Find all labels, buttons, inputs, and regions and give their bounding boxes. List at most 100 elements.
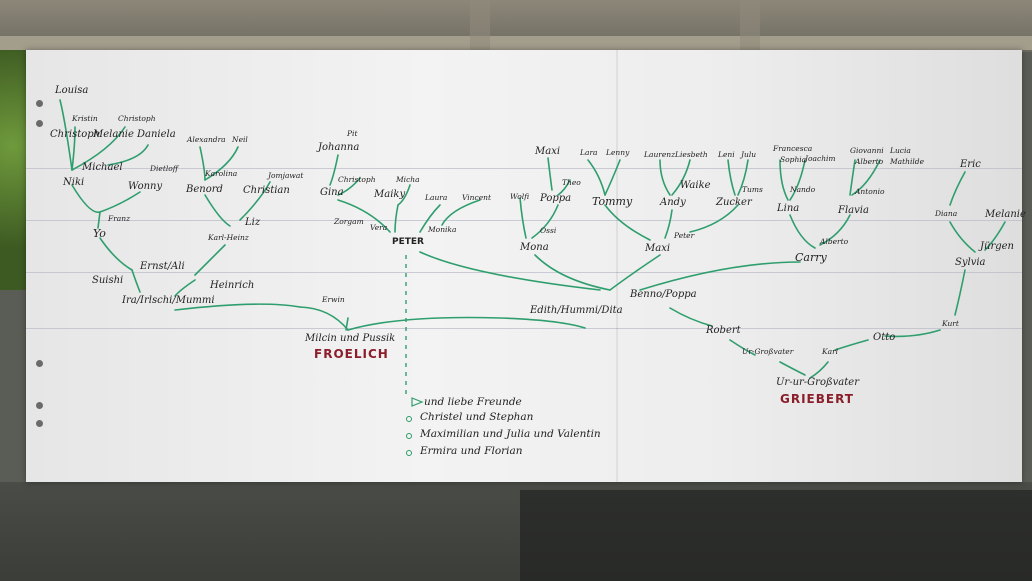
label-neil: Neil	[232, 135, 248, 144]
label-alberto: Alberto	[820, 237, 849, 246]
label-christoph-top: Christoph	[118, 114, 156, 123]
label-leni: Leni	[718, 150, 735, 159]
label-peter-mid: PETER	[392, 237, 424, 247]
label-karl: Karl	[822, 347, 839, 356]
label-karl-heinz: Karl-Heinz	[208, 233, 249, 242]
label-micha: Micha	[396, 175, 420, 184]
label-carry: Carry	[795, 251, 827, 264]
label-johanna: Johanna	[318, 142, 360, 153]
label-urur-grossvater: Ur-ur-Großvater	[776, 377, 859, 388]
label-zorgam: Zorgam	[334, 217, 364, 226]
ruled-line	[26, 272, 1022, 273]
punch-hole	[36, 402, 43, 409]
label-sophia: Sophia	[780, 155, 807, 164]
label-yo: Yo	[93, 227, 106, 240]
label-erwin: Erwin	[322, 295, 345, 304]
punch-hole	[36, 360, 43, 367]
label-benno: Benno/Poppa	[630, 289, 697, 300]
label-daniela: Daniela	[137, 129, 176, 140]
label-pit: Pit	[347, 129, 358, 138]
ruled-line	[26, 328, 1022, 329]
label-wonny: Wonny	[128, 181, 163, 192]
label-ossi: Ossi	[540, 226, 557, 235]
label-mona: Mona	[520, 242, 549, 253]
label-laura: Laura	[425, 193, 448, 202]
label-kurt: Kurt	[942, 319, 959, 328]
label-karolina: Karolina	[205, 169, 238, 178]
family-tree-paper	[26, 50, 1022, 482]
friend-bullet	[406, 416, 412, 422]
friend-item: Christel und Stephan	[420, 411, 534, 423]
label-theo: Theo	[562, 178, 581, 187]
surname-griebert: GRIEBERT	[780, 392, 854, 406]
label-milcin: Milcin und Pussik	[305, 333, 396, 344]
label-ira: Ira/Irlschi/Mummi	[122, 295, 215, 306]
label-jomjawat: Jomjawat	[268, 171, 304, 180]
friends-header: und liebe Freunde	[424, 396, 522, 408]
label-franz: Franz	[108, 214, 131, 223]
label-kristin: Kristin	[72, 114, 98, 123]
label-maxi-top: Maxi	[535, 146, 561, 157]
label-robert: Robert	[706, 325, 741, 336]
label-dietloff: Dietloff	[150, 164, 179, 173]
label-vincent: Vincent	[462, 193, 491, 202]
label-ur-grossvater: Ur-Großvater	[742, 347, 794, 356]
label-flavia: Flavia	[838, 205, 869, 216]
label-michael: Michael	[82, 162, 123, 173]
label-francesca: Francesca	[773, 144, 813, 153]
label-peter-right: Peter	[674, 231, 695, 240]
label-suishi: Suishi	[92, 275, 124, 286]
label-melanie-right: Melanie	[985, 209, 1026, 220]
label-edith: Edith/Hummi/Dita	[530, 305, 623, 316]
label-benord: Benord	[186, 184, 223, 195]
label-liz: Liz	[245, 217, 261, 228]
label-laurenz: Laurenz	[644, 150, 676, 159]
label-maxi: Maxi	[645, 243, 671, 254]
label-vera: Vera	[370, 223, 388, 232]
label-maiky: Maiky	[374, 189, 406, 200]
label-sylvia: Sylvia	[955, 257, 986, 268]
friend-item: Maximilian und Julia und Valentin	[420, 428, 601, 440]
ruled-line	[26, 220, 1022, 221]
label-niki: Niki	[63, 177, 85, 188]
paper-fold	[616, 50, 618, 482]
label-lara: Lara	[580, 148, 598, 157]
label-andy: Andy	[660, 197, 686, 208]
label-louisa: Louisa	[55, 85, 89, 96]
label-giovanni: Giovanni	[850, 146, 884, 155]
friend-item: Ermira und Florian	[420, 445, 523, 457]
ruled-line	[26, 168, 1022, 169]
label-nando: Nando	[790, 185, 816, 194]
friend-bullet	[406, 450, 412, 456]
label-gina: Gina	[320, 187, 344, 198]
label-liesbeth: Liesbeth	[675, 150, 708, 159]
room-shadow	[520, 490, 1032, 581]
label-eric: Eric	[960, 159, 981, 170]
label-christian: Christian	[243, 185, 290, 196]
label-ernst-ali: Ernst/Ali	[140, 261, 185, 272]
label-monika: Monika	[428, 225, 457, 234]
label-tums: Tums	[742, 185, 763, 194]
label-mathilde: Mathilde	[890, 157, 925, 166]
label-heinrich: Heinrich	[210, 280, 255, 291]
label-otto: Otto	[873, 332, 896, 343]
punch-hole	[36, 120, 43, 127]
punch-hole	[36, 420, 43, 427]
label-wolfi: Wolfi	[510, 192, 530, 201]
label-lucia: Lucia	[890, 146, 911, 155]
label-christoph: Christoph	[50, 129, 101, 140]
label-poppa-top: Poppa	[540, 193, 572, 204]
label-alberto-top: Alberto	[855, 157, 884, 166]
label-zucker: Zucker	[716, 197, 752, 208]
label-melanie: Melanie	[93, 129, 134, 140]
label-christoph-mid: Christoph	[338, 175, 376, 184]
label-antonio: Antonio	[855, 187, 885, 196]
label-julu: Julu	[741, 150, 757, 159]
label-lina: Lina	[777, 203, 800, 214]
surname-froelich: FROELICH	[314, 347, 389, 361]
window-transom	[0, 36, 1032, 50]
label-lenny: Lenny	[606, 148, 630, 157]
label-alexandra: Alexandra	[187, 135, 226, 144]
punch-hole	[36, 100, 43, 107]
